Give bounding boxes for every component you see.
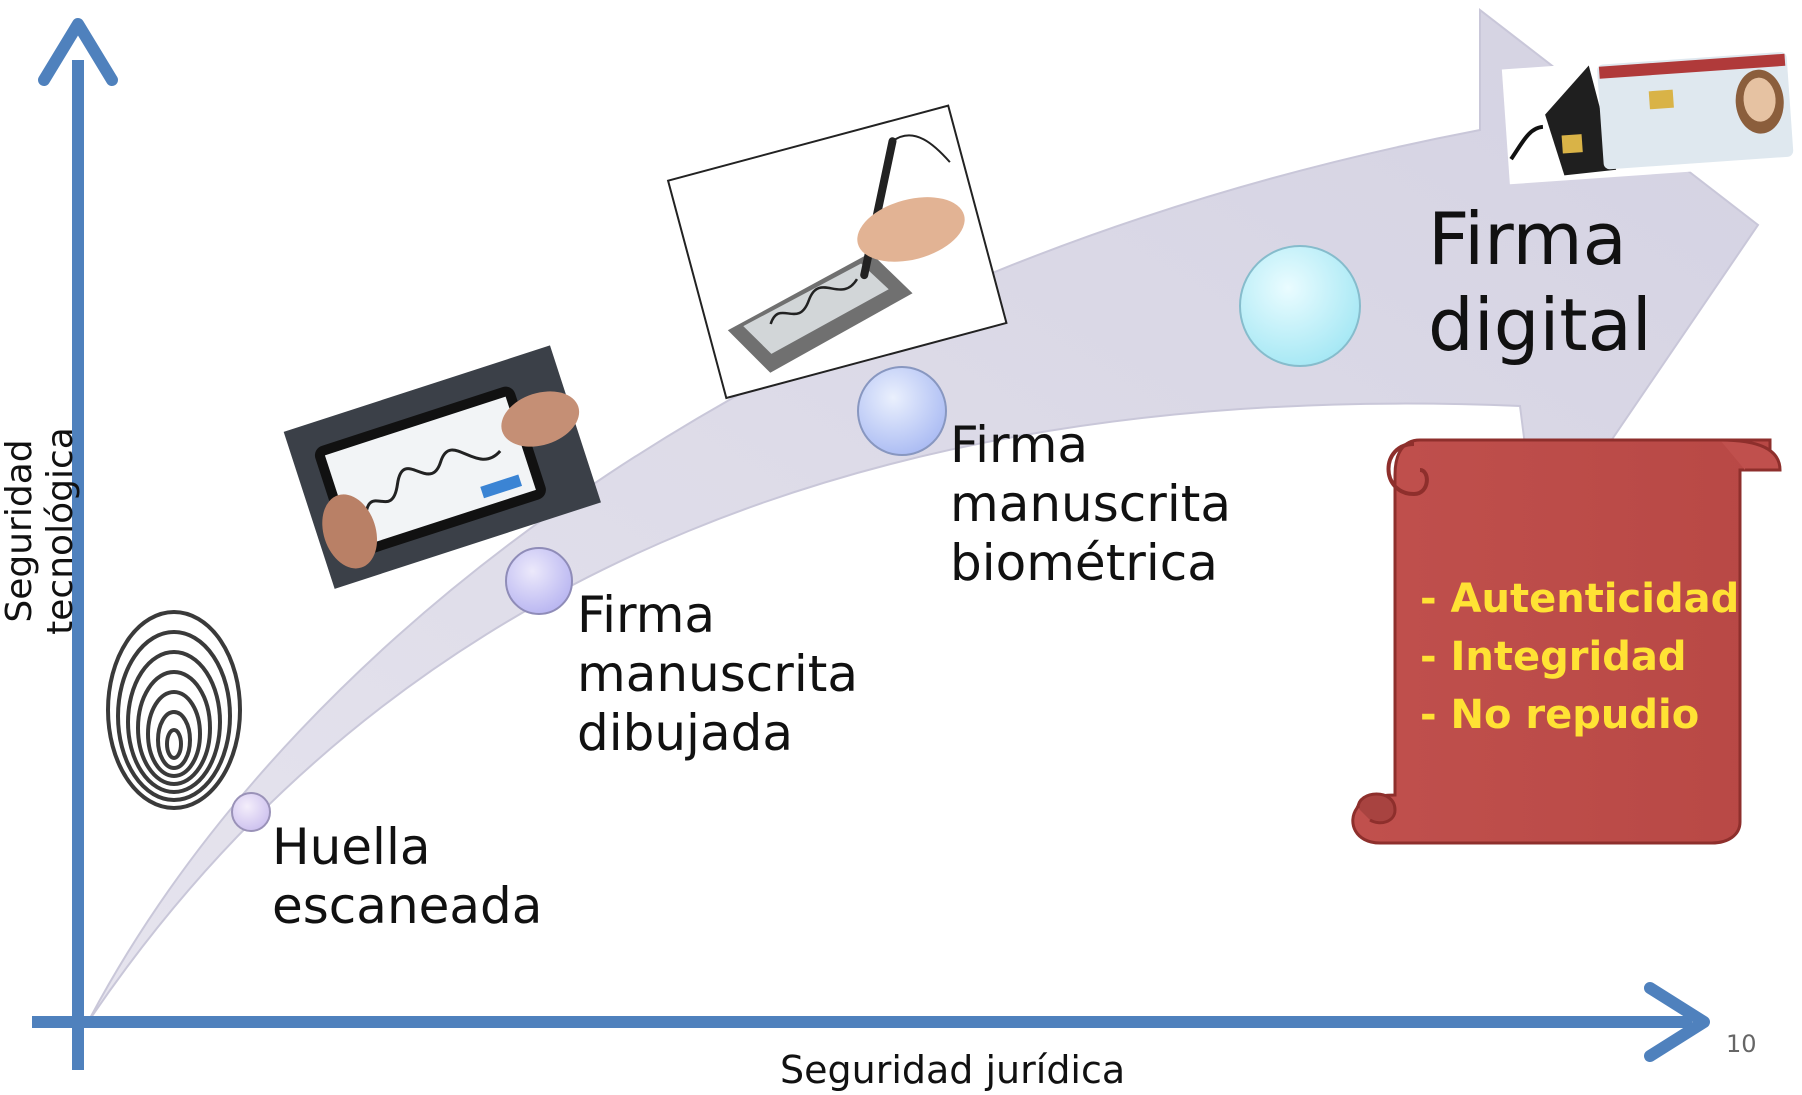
stage-1-line-2: escaneada (272, 877, 543, 935)
stage-marker-3 (857, 366, 947, 456)
stage-2-line-3: dibujada (577, 704, 793, 762)
x-axis (32, 982, 1710, 1062)
y-axis-label: Seguridad tecnológica (0, 427, 81, 635)
phone-signature-photo (283, 345, 601, 589)
stage-1-line-1: Huella (272, 818, 431, 876)
signature-pad-photo (666, 104, 1008, 400)
stage-3-line-2: manuscrita (950, 475, 1231, 533)
stage-label-4: Firma digital (1428, 196, 1652, 369)
page-number: 10 (1726, 1030, 1757, 1058)
y-axis (38, 18, 118, 1070)
stage-marker-2 (505, 547, 573, 615)
fingerprint-icon (106, 610, 242, 810)
stage-3-line-1: Firma (950, 416, 1089, 474)
stage-label-2: Firma manuscrita dibujada (577, 586, 858, 763)
stage-4-line-2: digital (1428, 283, 1652, 368)
properties-list: - Autenticidad - Integridad - No repudio (1420, 570, 1739, 744)
stage-marker-4 (1239, 245, 1361, 367)
property-item: - Autenticidad (1420, 576, 1740, 622)
property-item: - No repudio (1420, 692, 1700, 738)
stage-2-line-1: Firma (577, 586, 716, 644)
stage-label-3: Firma manuscrita biométrica (950, 416, 1231, 593)
stage-3-line-3: biométrica (950, 534, 1218, 592)
stage-4-line-1: Firma (1428, 197, 1627, 281)
x-axis-label: Seguridad jurídica (780, 1048, 1126, 1092)
stage-2-line-2: manuscrita (577, 645, 858, 703)
stage-marker-1 (231, 792, 271, 832)
property-item: - Integridad (1420, 634, 1687, 680)
stage-label-1: Huella escaneada (272, 818, 542, 936)
dni-card-reader-photo (1501, 49, 1800, 185)
properties-scroll (1351, 438, 1782, 845)
